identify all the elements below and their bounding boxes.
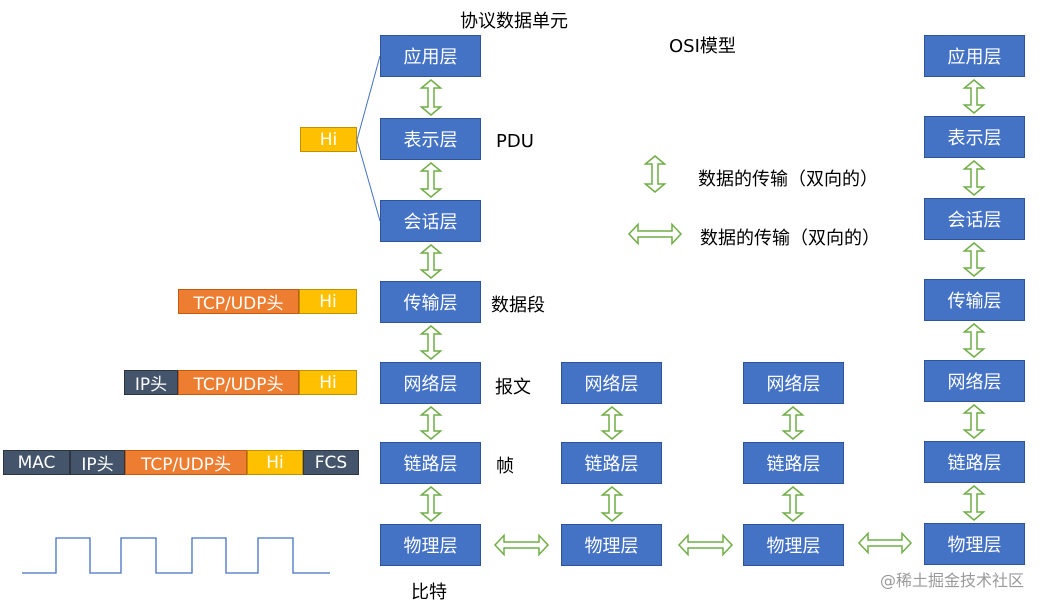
bidirectional-vertical-arrow: [962, 160, 986, 196]
bidirectional-vertical-arrow: [962, 242, 986, 277]
bidirectional-vertical-arrow: [419, 486, 443, 522]
right-physical-layer: 物理层: [924, 523, 1025, 565]
data-hi-segment: Hi: [299, 370, 357, 395]
data-hi-segment: Hi: [247, 450, 303, 475]
main-application-layer: 应用层: [380, 35, 481, 77]
right-network-layer: 网络层: [924, 360, 1025, 402]
pdu-label: PDU: [496, 131, 534, 152]
right-link-layer: 链路层: [924, 441, 1025, 483]
bidirectional-vertical-arrow: [419, 162, 443, 198]
bidirectional-horizontal-arrow: [857, 531, 913, 555]
right-transport-layer: 传输层: [924, 279, 1025, 321]
data-hi-segment: Hi: [300, 127, 357, 152]
bidirectional-horizontal-arrow: [677, 533, 734, 557]
bidirectional-vertical-arrow: [781, 486, 805, 522]
bidirectional-vertical-arrow: [419, 325, 443, 360]
bit-label: 比特: [411, 582, 447, 603]
bidirectional-vertical-arrow: [962, 404, 986, 439]
osi-model-title: OSI模型: [669, 36, 736, 57]
bidirectional-vertical-arrow: [781, 406, 805, 440]
mac-header: MAC: [3, 450, 70, 475]
router1-physical-layer: 物理层: [561, 524, 662, 566]
ip-header: IP头: [70, 450, 125, 475]
main-network-layer: 网络层: [380, 362, 481, 404]
bidirectional-horizontal-arrow: [493, 533, 550, 557]
bidirectional-vertical-arrow: [600, 406, 624, 440]
router1-link-layer: 链路层: [561, 442, 662, 484]
main-transport-layer: 传输层: [380, 281, 481, 323]
main-presentation-layer: 表示层: [380, 118, 481, 160]
tcp-udp-header: TCP/UDP头: [178, 370, 299, 395]
main-session-layer: 会话层: [380, 200, 481, 242]
bidirectional-vertical-arrow: [600, 486, 624, 522]
tcp-udp-header: TCP/UDP头: [178, 289, 299, 314]
right-application-layer: 应用层: [924, 35, 1025, 77]
router1-network-layer: 网络层: [561, 362, 662, 404]
bidirectional-horizontal-arrow: [627, 222, 683, 246]
packet-label: 报文: [495, 377, 531, 398]
bidirectional-vertical-arrow: [419, 244, 443, 279]
legend-vertical-text: 数据的传输（双向的）: [698, 169, 878, 190]
router2-link-layer: 链路层: [743, 442, 844, 484]
pdu-fan-line: [356, 55, 381, 141]
ip-header: IP头: [124, 370, 178, 395]
router2-network-layer: 网络层: [743, 362, 844, 404]
bidirectional-vertical-arrow: [962, 323, 986, 358]
bidirectional-vertical-arrow: [962, 79, 986, 114]
bidirectional-vertical-arrow: [419, 406, 443, 440]
right-presentation-layer: 表示层: [924, 116, 1025, 158]
pdu-fan-line: [356, 139, 381, 222]
segment-label: 数据段: [491, 295, 545, 316]
right-session-layer: 会话层: [924, 198, 1025, 240]
legend-horizontal-text: 数据的传输（双向的）: [700, 228, 880, 249]
frame-label: 帧: [496, 456, 514, 477]
diagram-title: 协议数据单元: [460, 11, 568, 32]
bidirectional-vertical-arrow: [643, 155, 667, 193]
fcs-trailer: FCS: [303, 450, 359, 475]
bidirectional-vertical-arrow: [419, 79, 443, 116]
data-hi-segment: Hi: [299, 289, 357, 314]
watermark: @稀土掘金技术社区: [880, 571, 1025, 590]
main-link-layer: 链路层: [380, 442, 481, 484]
bit-signal-wave: [22, 537, 330, 574]
bidirectional-vertical-arrow: [962, 485, 986, 521]
main-physical-layer: 物理层: [380, 524, 481, 566]
router2-physical-layer: 物理层: [743, 524, 844, 566]
tcp-udp-header: TCP/UDP头: [125, 450, 247, 475]
